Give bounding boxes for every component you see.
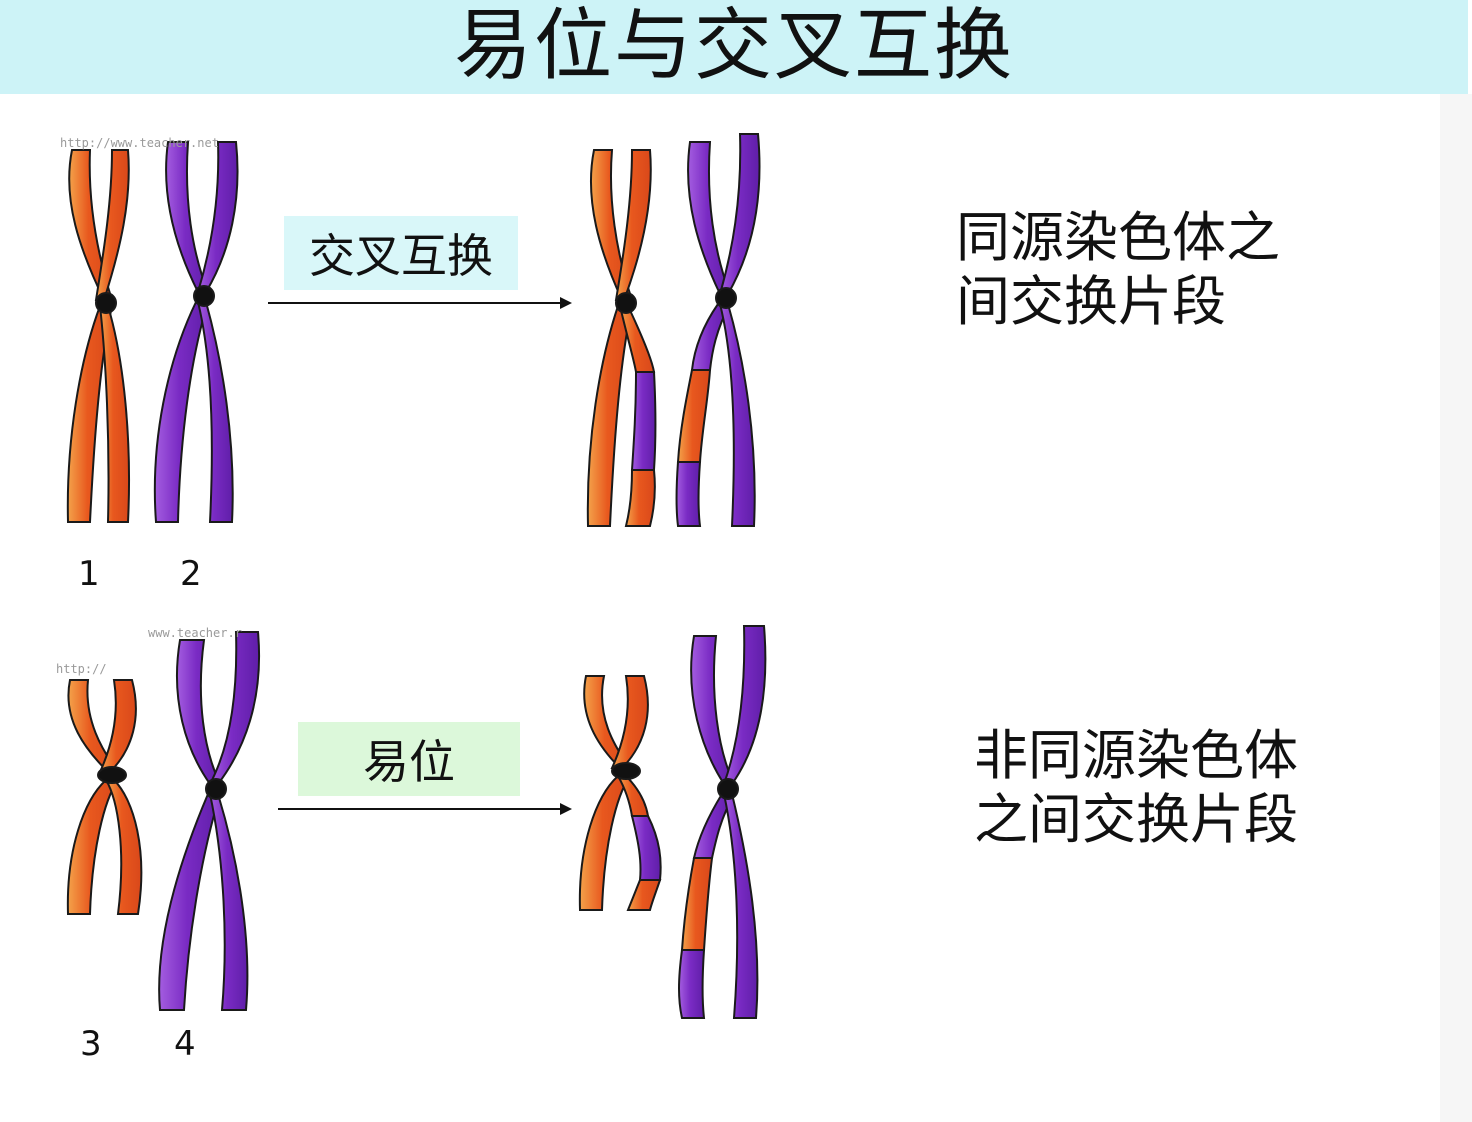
crossover-description-line1: 同源染色体之: [956, 206, 1280, 269]
chromatid-1b-upper: [94, 149, 130, 301]
chromatid-1b-lower: [98, 305, 130, 523]
translocation-label: 易位: [363, 735, 455, 789]
page-title: 易位与交叉互换: [453, 1, 1014, 91]
right-edge-panel: [1440, 94, 1472, 1122]
watermark-bottom-b: www.teacher.r: [148, 626, 242, 640]
chromosome-number-2: 2: [180, 554, 202, 594]
translocation-description-line2: 之间交换片段: [974, 788, 1298, 851]
chromosome-number-1: 1: [78, 554, 100, 594]
chromosome-number-3: 3: [80, 1024, 102, 1064]
arrow-crossover: [268, 297, 572, 309]
chromosome-2-after-crossover: [675, 133, 761, 527]
chromosome-number-4: 4: [174, 1024, 196, 1064]
chromatid-2b-lower: [196, 301, 234, 523]
centromere-3: [97, 766, 127, 784]
translocation-segment-orange: [680, 857, 714, 951]
chromatid-2a-upper: [165, 141, 210, 293]
chromatid-2b-upper: [196, 141, 239, 293]
crossover-label-box: 交叉互换: [284, 216, 518, 290]
crossover-description-line2: 间交换片段: [956, 270, 1226, 333]
chromosome-1-after-crossover: [586, 149, 657, 527]
centromere-4: [205, 778, 227, 800]
crossover-description: 同源染色体之 间交换片段: [956, 206, 1356, 334]
crossover-label: 交叉互换: [309, 229, 493, 283]
watermark-bottom-a: http://: [56, 662, 107, 676]
chromosome-3-after-translocation: [578, 675, 662, 911]
arrow-translocation: [278, 803, 572, 815]
chromosome-4: [158, 631, 260, 1011]
centromere-2: [193, 285, 215, 307]
watermark-top: http://www.teacher.net: [60, 136, 219, 150]
chromosome-2: [153, 141, 239, 523]
translocation-description: 非同源染色体 之间交换片段: [974, 724, 1374, 852]
chromosome-3: [66, 679, 143, 915]
centromere-1: [95, 292, 117, 314]
chromatid-2a-lower: [153, 301, 210, 523]
translocation-description-line1: 非同源染色体: [974, 724, 1298, 787]
chromosome-1: [66, 149, 130, 523]
translocation-label-box: 易位: [298, 722, 520, 796]
translocation-segment-purple: [630, 815, 662, 881]
title-bar: [0, 0, 1468, 94]
chromosome-4-after-translocation: [678, 625, 767, 1019]
crossover-segment-orange: [676, 369, 712, 463]
